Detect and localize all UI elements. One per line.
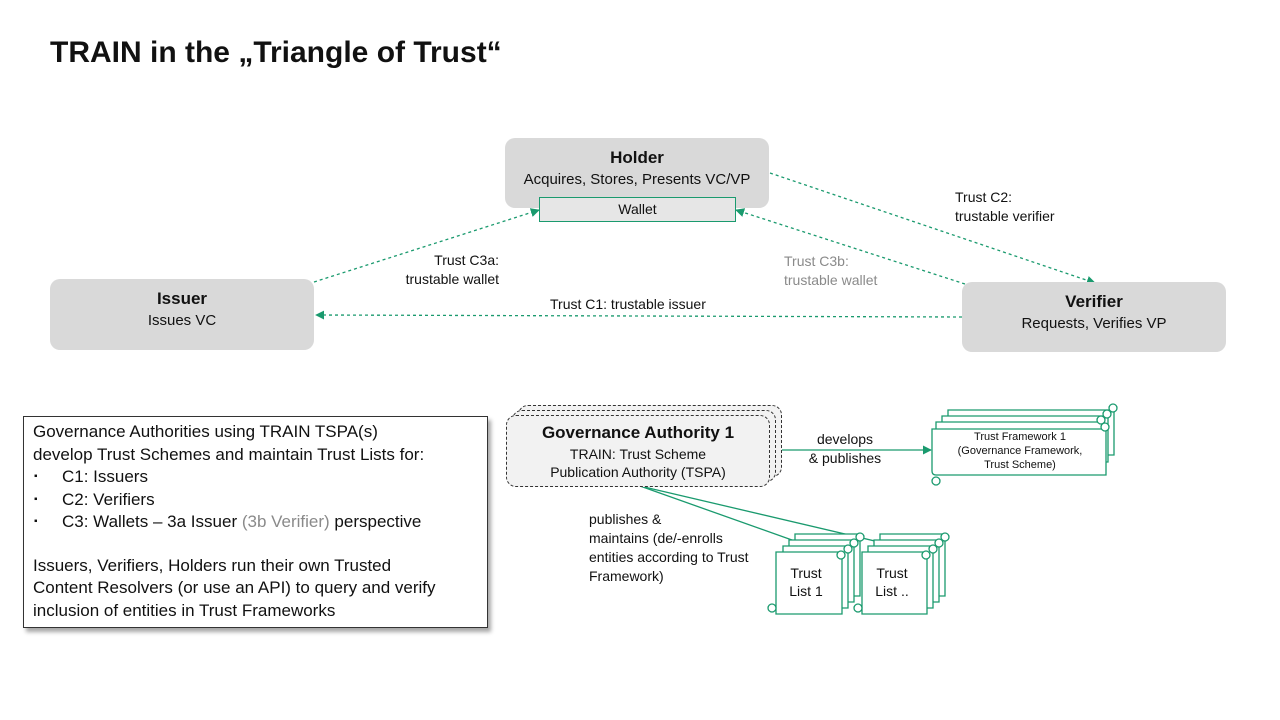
trust-list-1-text: Trust List 1: [789, 565, 823, 599]
verifier-name: Verifier: [1065, 292, 1123, 311]
trust-list-2-text: Trust List ..: [875, 565, 909, 599]
wallet-box: Wallet: [539, 197, 736, 222]
edge-c1-label: Trust C1: trustable issuer: [550, 296, 706, 312]
bullet-icon: ▪: [34, 493, 38, 505]
edge-c3b-arrow: [735, 208, 966, 285]
governance-description-line-1: TRAIN: Trust Scheme: [569, 446, 707, 462]
verifier-box: Verifier Requests, Verifies VP: [962, 282, 1226, 352]
trust-list-1-scroll-stack: [767, 532, 865, 615]
info-bullet-c1: ▪ C1: Issuers: [33, 466, 487, 489]
info-intro-line-2: develop Trust Schemes and maintain Trust…: [33, 444, 425, 464]
info-outro-line-1: Issuers, Verifiers, Holders run their ow…: [33, 555, 392, 575]
develops-label: develops & publishes: [808, 431, 882, 466]
info-bullet-list: ▪ C1: Issuers ▪ C2: Verifiers ▪ C3: Wall…: [33, 466, 487, 534]
issuer-box: Issuer Issues VC: [50, 279, 314, 350]
info-bullet-c3: ▪ C3: Wallets – 3a Issuer (3b Verifier) …: [33, 511, 487, 534]
edge-c1-arrow: [315, 310, 963, 320]
bullet-icon: ▪: [34, 471, 38, 482]
trust-framework-text: Trust Framework 1 (Governance Framework,…: [957, 431, 1083, 471]
issuer-name: Issuer: [156, 289, 208, 308]
edge-c3b-label: Trust C3b: trustable wallet: [784, 253, 878, 288]
holder-box: Holder Acquires, Stores, Presents VC/VP: [505, 138, 769, 208]
info-outro-line-2: Content Resolvers (or use an API) to que…: [33, 578, 436, 597]
governance-description-line-2: Publication Authority (TSPA): [550, 464, 726, 480]
trust-list-2-scroll-stack: [853, 532, 950, 615]
info-outro-line-3: inclusion of entities in Trust Framework…: [33, 600, 336, 620]
edge-c3a-label: Trust C3a: trustable wallet: [405, 252, 499, 287]
holder-description: Acquires, Stores, Presents VC/VP: [523, 171, 751, 188]
publishes-label: publishes & maintains (de/-enrolls entit…: [589, 511, 749, 584]
slide-title: TRAIN in the „Triangle of Trust“: [50, 36, 502, 69]
info-intro-line-1: Governance Authorities using TRAIN TSPA(…: [33, 422, 378, 441]
edge-publishes-arrow-1: [639, 485, 807, 547]
info-bullet-c2: ▪ C2: Verifiers: [33, 489, 487, 512]
governance-name: Governance Authority 1: [541, 423, 735, 442]
trust-framework-scroll-stack: [931, 403, 1118, 486]
bullet-icon: ▪: [34, 516, 38, 527]
info-box: Governance Authorities using TRAIN TSPA(…: [23, 416, 488, 628]
governance-authority-box: Governance Authority 1 TRAIN: Trust Sche…: [506, 415, 770, 487]
issuer-description: Issues VC: [147, 312, 217, 329]
edge-c2-label: Trust C2: trustable verifier: [955, 189, 1055, 224]
verifier-description: Requests, Verifies VP: [1021, 315, 1167, 332]
holder-name: Holder: [610, 148, 664, 167]
